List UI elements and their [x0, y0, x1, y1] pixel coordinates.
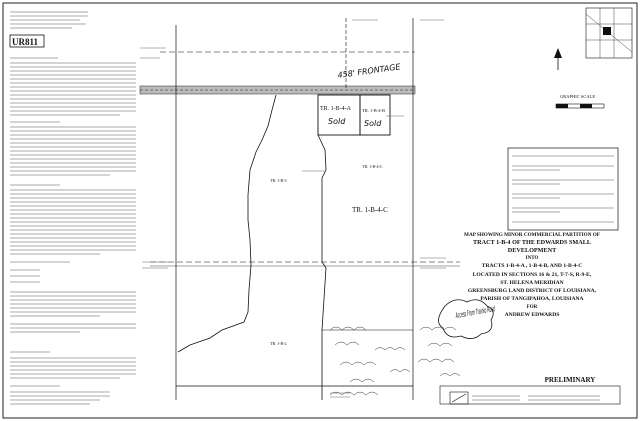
title-line-11: ANDREW EDWARDS [505, 312, 560, 318]
bearing-annotations [140, 19, 446, 398]
tract-1b4a-label: TR. 1-B-4-A [320, 106, 352, 112]
access-note-line: Access From Trainio Road [454, 304, 495, 320]
tract-small-label: TR. 1-B-4-C [362, 164, 383, 169]
wetland-hatch [329, 326, 461, 396]
title-line-2: TRACT 1-B-4 OF THE EDWARDS SMALL [473, 239, 591, 246]
survey-lines [139, 18, 460, 400]
tract-1b4a-outline [317, 94, 361, 136]
tract-1b4b-label: TR. 1-B-4-B [362, 108, 385, 113]
north-arrow-icon [554, 48, 562, 70]
utility-logo [9, 34, 45, 48]
frontage-label: 458' FRONTAGE [337, 62, 402, 80]
tract-b-sold-label: Sold [364, 119, 382, 128]
surveyor-logo-icon [449, 391, 469, 405]
certification-lines [512, 155, 614, 223]
title-line-7: ST. HELENA MERIDIAN [500, 280, 563, 286]
title-line-10: FOR [527, 305, 538, 310]
preliminary-label: PRELIMINARY [545, 376, 596, 384]
graphic-scale [555, 103, 605, 109]
title-line-8: GREENSBURG LAND DISTRICT OF LOUISIANA, [468, 288, 597, 294]
vicinity-site-marker [603, 27, 611, 35]
graphic-scale-label: GRAPHIC SCALE [560, 94, 595, 99]
tract-a-sold-label: Sold [328, 117, 346, 126]
title-line-1: MAP SHOWING MINOR COMMERCIAL PARTITION O… [464, 232, 600, 238]
title-line-3: DEVELOPMENT [508, 247, 557, 254]
tract-1b2-label: TR. 1-B-2 [270, 341, 286, 346]
survey-notes [10, 11, 136, 405]
tract-1b3-label: TR. 1-B-3 [270, 178, 286, 183]
certification-box [507, 147, 619, 231]
title-line-9: PARISH OF TANGIPAHOA, LOUISIANA [480, 296, 583, 302]
tract-1b4b-outline [359, 94, 391, 136]
surveyor-info-lines [472, 395, 600, 401]
title-block: MAP SHOWING MINOR COMMERCIAL PARTITION O… [464, 232, 600, 384]
access-note-cloud [438, 299, 494, 339]
tract-1b4c-label: TR. 1-B-4-C [352, 206, 388, 214]
title-line-6: LOCATED IN SECTIONS 16 & 21, T-7-S, R-9-… [473, 272, 592, 278]
logo-text: UR811 [12, 37, 39, 47]
title-line-4: INTO [526, 256, 539, 261]
preliminary-box [439, 385, 621, 405]
title-line-5: TRACTS 1-B-4-A , 1-B-4-B, AND 1-B-4-C [482, 263, 583, 269]
